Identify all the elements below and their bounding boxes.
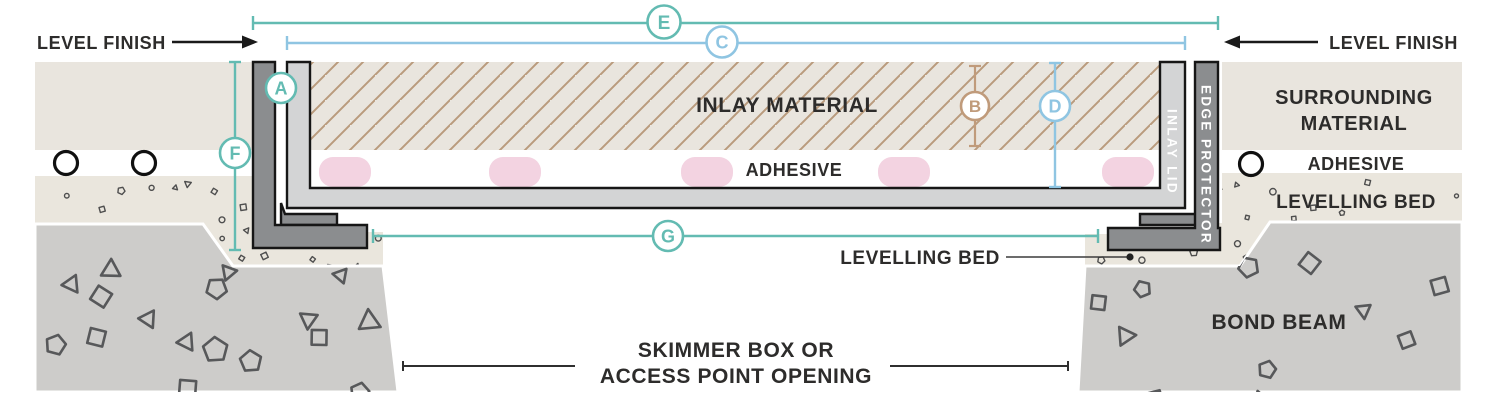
bond-beam-right-region — [1076, 220, 1464, 394]
arrow-left-icon — [1224, 35, 1318, 49]
dimension-e: E — [251, 4, 1220, 40]
dimension-b: B — [959, 64, 991, 148]
arrow-right-icon — [172, 35, 258, 49]
skimmer-extent-lines — [402, 361, 1069, 371]
adhesive-blob — [1102, 157, 1154, 187]
adhesive-label: ADHESIVE — [746, 160, 843, 180]
adhesive-right-label: ADHESIVE — [1308, 154, 1405, 174]
inlay-material-hatch — [310, 62, 1160, 150]
skimmer-label-line1: SKIMMER BOX OR — [638, 339, 834, 362]
marker-b-letter: B — [969, 97, 981, 116]
edge-protector-bar-label: EDGE PROTECTOR — [1199, 85, 1214, 245]
bond-beam-label: BOND BEAM — [1212, 311, 1347, 334]
marker-c-letter: C — [716, 33, 729, 53]
marker-g-letter: G — [661, 227, 675, 247]
levelling-bed-leader-line — [1006, 253, 1134, 261]
dimension-c: C — [285, 25, 1187, 59]
edge-protector-right — [1106, 60, 1222, 252]
adhesive-blob — [489, 157, 541, 187]
surrounding-material-right-region — [1222, 62, 1462, 150]
adhesive-blobs — [319, 157, 1154, 187]
fixing-circle — [1237, 150, 1265, 178]
marker-f-letter: F — [230, 144, 241, 164]
level-finish-right-label: LEVEL FINISH — [1329, 33, 1458, 53]
dimension-f: F — [218, 60, 252, 252]
frame-step-left — [279, 202, 339, 227]
adhesive-blob — [878, 157, 930, 187]
inlay-lid-bar-label: INLAY LID — [1165, 109, 1180, 195]
surrounding-material-label-line2: MATERIAL — [1301, 113, 1408, 135]
adhesive-blob — [681, 157, 733, 187]
edge-protector-left — [251, 60, 369, 250]
levelling-bed-callout-label: LEVELLING BED — [840, 248, 1000, 269]
bond-beam-left-region — [33, 222, 400, 394]
marker-e-letter: E — [658, 13, 671, 34]
fixing-circle — [52, 149, 80, 177]
inlay-lid-tray — [285, 60, 1187, 210]
marker-d-letter: D — [1049, 97, 1062, 117]
skimmer-label-line2: ACCESS POINT OPENING — [600, 365, 872, 388]
marker-a-letter: A — [275, 79, 288, 99]
levelling-bed-right-label: LEVELLING BED — [1276, 192, 1436, 213]
surrounding-material-label-line1: SURROUNDING — [1275, 87, 1433, 109]
dimension-d: D — [1038, 61, 1072, 189]
marker-a: A — [264, 71, 298, 105]
adhesive-blob — [319, 157, 371, 187]
surrounding-material-left-region — [35, 62, 253, 150]
level-finish-left-label: LEVEL FINISH — [37, 33, 166, 53]
fixing-circle — [130, 149, 158, 177]
inlay-material-label: INLAY MATERIAL — [696, 94, 878, 117]
dimension-g: G — [371, 219, 1100, 253]
